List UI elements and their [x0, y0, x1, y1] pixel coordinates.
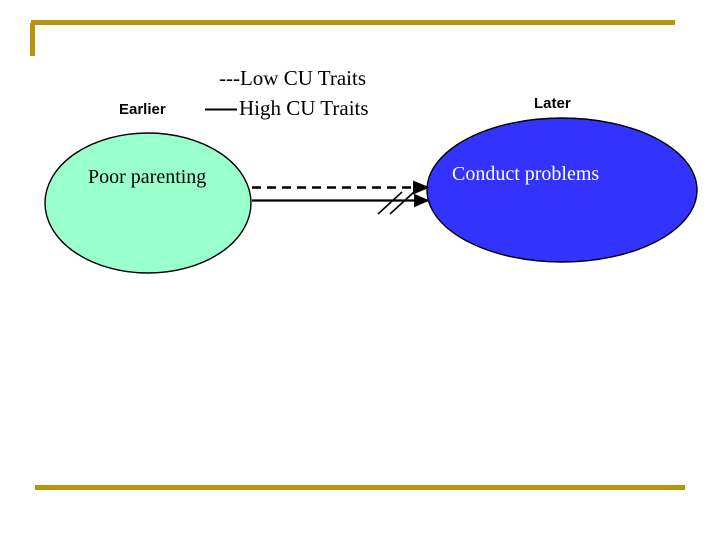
node-poor-parenting-ellipse[interactable]: [44, 132, 252, 274]
connector-break-marks: [377, 191, 415, 215]
break-mark-slash-2: [389, 191, 415, 215]
node-conduct-problems-ellipse[interactable]: [426, 117, 698, 263]
legend-item-high-cu-traits: High CU Traits: [239, 96, 369, 120]
node-label-poor-parenting: Poor parenting: [88, 166, 207, 188]
timeline-label-later: Later: [534, 95, 571, 112]
break-mark-slash-1: [377, 191, 403, 215]
node-label-conduct-problems: Conduct problems: [452, 163, 600, 185]
timeline-label-earlier: Earlier: [119, 101, 166, 118]
gold-corner-bracket: [30, 20, 675, 56]
legend-item-low-cu-traits: ---Low CU Traits: [219, 66, 367, 90]
